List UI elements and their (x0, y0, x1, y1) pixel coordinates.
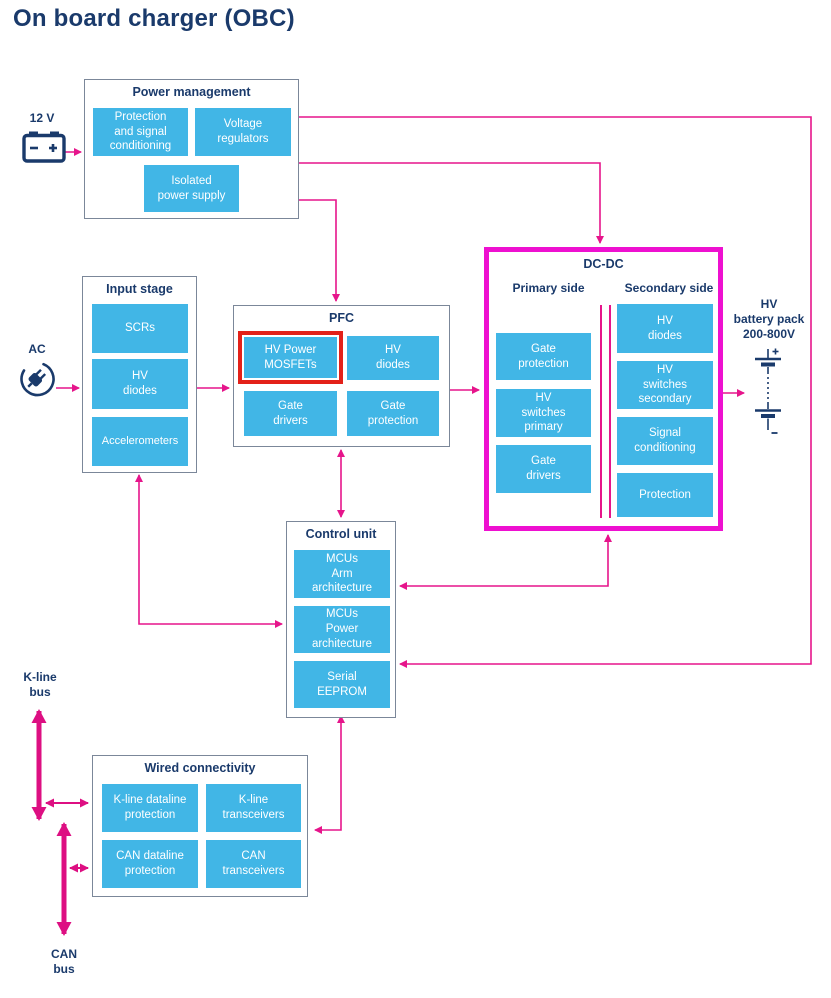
group-pfc: PFC HV Power MOSFETs HV diodes Gate driv… (233, 305, 450, 447)
block-gate-protection-pfc[interactable]: Gate protection (347, 391, 439, 436)
label-k-line-bus: K-line bus (23, 670, 57, 699)
group-wired-connectivity: Wired connectivity K-line dataline prote… (92, 755, 308, 897)
block-hv-diodes-secondary[interactable]: HV diodes (617, 304, 713, 353)
connector-input-stage-control-unit-bidirectional (135, 474, 283, 628)
block-mcus-arm-architecture[interactable]: MCUs Arm architecture (294, 550, 390, 598)
block-hv-switches-secondary[interactable]: HV switches secondary (617, 361, 713, 409)
label-hv-battery-pack: HV battery pack 200-800V (733, 297, 805, 341)
dcdc-secondary-side-title: Secondary side (624, 281, 714, 295)
block-hv-switches-primary[interactable]: HV switches primary (496, 389, 591, 437)
block-gate-drivers-pfc[interactable]: Gate drivers (244, 391, 337, 436)
connector-power-management-to-dcdc (299, 162, 604, 244)
ac-plug-icon (20, 362, 55, 397)
block-k-line-dataline-protection[interactable]: K-line dataline protection (102, 784, 198, 832)
label-can-bus: CAN bus (51, 947, 77, 976)
group-title-pfc: PFC (329, 311, 354, 325)
label-ac: AC (28, 342, 46, 356)
dcdc-isolation-line-left (600, 305, 602, 518)
group-title-wired-connectivity: Wired connectivity (144, 761, 256, 775)
dcdc-primary-side-title: Primary side (512, 281, 585, 295)
group-control-unit: Control unit MCUs Arm architecture MCUs … (286, 521, 396, 718)
group-title-dcdc: DC-DC (583, 257, 624, 271)
group-title-power-management: Power management (132, 85, 251, 99)
block-signal-conditioning[interactable]: Signal conditioning (617, 417, 713, 465)
group-dcdc: DC-DC Primary side Secondary side Gate p… (484, 247, 723, 531)
connector-power-management-to-pfc (299, 199, 340, 302)
dcdc-isolation-line-right (609, 305, 611, 518)
group-title-input-stage: Input stage (106, 282, 173, 296)
battery-12v-icon (22, 131, 66, 163)
connector-control-unit-wired-connectivity-bidirectional (314, 715, 345, 834)
hv-battery-pack-icon (755, 348, 781, 434)
block-protection-and-signal-conditioning[interactable]: Protection and signal conditioning (93, 108, 188, 156)
block-can-dataline-protection[interactable]: CAN dataline protection (102, 840, 198, 888)
block-k-line-transceivers[interactable]: K-line transceivers (206, 784, 301, 832)
block-can-transceivers[interactable]: CAN transceivers (206, 840, 301, 888)
page-title: On board charger (OBC) (13, 5, 295, 32)
label-12v: 12 V (29, 111, 55, 125)
block-gate-drivers-primary[interactable]: Gate drivers (496, 445, 591, 493)
block-hv-diodes-input[interactable]: HV diodes (92, 359, 188, 409)
group-input-stage: Input stage SCRs HV diodes Accelerometer… (82, 276, 197, 473)
block-protection-secondary[interactable]: Protection (617, 473, 713, 517)
block-hv-diodes-pfc[interactable]: HV diodes (347, 336, 439, 380)
highlight-border-hv-power-mosfets: HV Power MOSFETs (238, 331, 343, 384)
block-mcus-power-architecture[interactable]: MCUs Power architecture (294, 606, 390, 653)
block-serial-eeprom[interactable]: Serial EEPROM (294, 661, 390, 708)
block-voltage-regulators[interactable]: Voltage regulators (195, 108, 291, 156)
block-gate-protection-primary[interactable]: Gate protection (496, 333, 591, 380)
group-power-management: Power management Protection and signal c… (84, 79, 299, 219)
group-title-control-unit: Control unit (305, 527, 377, 541)
block-scrs[interactable]: SCRs (92, 304, 188, 353)
connector-dcdc-control-unit-bidirectional (399, 534, 612, 590)
block-hv-power-mosfets[interactable]: HV Power MOSFETs (244, 337, 337, 378)
block-accelerometers[interactable]: Accelerometers (92, 417, 188, 466)
block-isolated-power-supply[interactable]: Isolated power supply (144, 165, 239, 212)
